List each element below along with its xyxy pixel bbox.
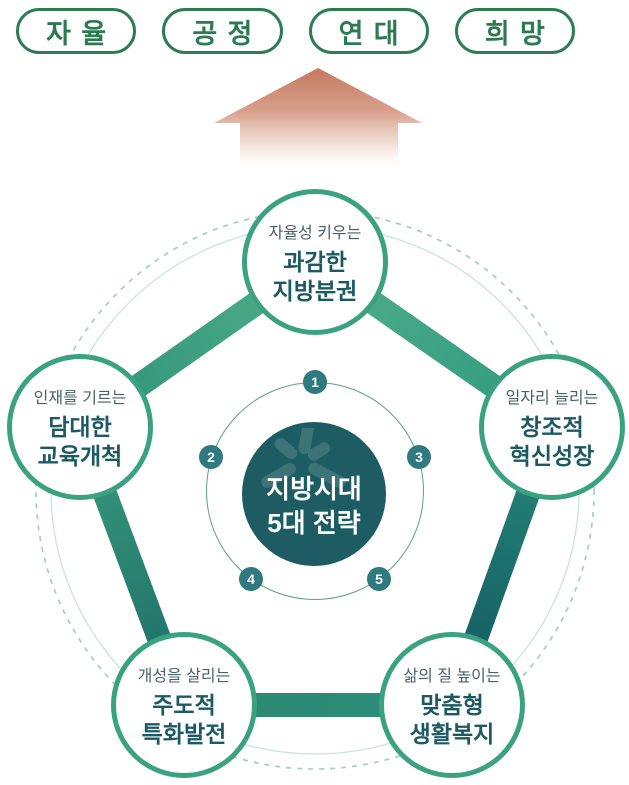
strategy-circle-specialized-development: 개성을 살리는 주도적 특화발전 <box>111 632 257 778</box>
value-pill-fairness: 공정 <box>162 8 283 54</box>
strategy-title: 맞춤형 생활복지 <box>410 691 495 749</box>
strategy-title-line1: 과감한 <box>283 248 347 275</box>
strategy-title-line1: 맞춤형 <box>420 691 484 718</box>
flower-icon <box>261 428 346 488</box>
strategy-title: 주도적 특화발전 <box>142 691 227 749</box>
strategy-title: 창조적 혁신성장 <box>510 413 595 471</box>
strategy-title-line2: 생활복지 <box>409 720 495 747</box>
value-pill-solidarity: 연대 <box>308 8 429 54</box>
strategy-circle-life-welfare: 삶의 질 높이는 맞춤형 생활복지 <box>379 632 525 778</box>
strategy-circle-decentralization: 자율성 키우는 과감한 지방분권 <box>242 189 388 335</box>
strategy-title-line2: 지방분권 <box>272 277 358 304</box>
strategy-subtitle: 자율성 키우는 <box>268 224 362 242</box>
values-row: 자율 공정 연대 희망 <box>0 8 629 54</box>
number-badge-1: 1 <box>303 370 327 394</box>
strategy-title-line2: 혁신성장 <box>509 442 595 469</box>
outer-dashed-guide-circle <box>35 210 595 770</box>
center-title-line1: 지방시대 <box>266 474 362 505</box>
number-badge-2: 2 <box>199 445 223 469</box>
strategy-title: 담대한 교육개척 <box>38 413 123 471</box>
number-badge-3: 3 <box>407 445 431 469</box>
strategy-circle-innovation-growth: 일자리 늘리는 창조적 혁신성장 <box>479 354 625 500</box>
strategy-subtitle: 일자리 늘리는 <box>505 389 599 407</box>
strategy-title-line1: 창조적 <box>520 413 584 440</box>
strategy-subtitle: 개성을 살리는 <box>137 667 231 685</box>
strategy-title: 과감한 지방분권 <box>273 248 358 306</box>
strategy-title-line2: 교육개척 <box>37 442 123 469</box>
value-pill-hope: 희망 <box>454 8 575 54</box>
strategy-title-line1: 주도적 <box>152 691 216 718</box>
value-pill-autonomy: 자율 <box>16 8 137 54</box>
center-title-line2: 5대 전략 <box>267 508 361 538</box>
strategy-subtitle: 삶의 질 높이는 <box>403 667 501 685</box>
strategy-title-line2: 특화발전 <box>141 720 227 747</box>
strategy-subtitle: 인재를 기르는 <box>33 389 127 407</box>
number-badge-5: 5 <box>367 567 391 591</box>
strategy-title-line1: 담대한 <box>48 413 112 440</box>
up-arrow-icon <box>214 68 422 170</box>
strategy-circle-education: 인재를 기르는 담대한 교육개척 <box>7 354 153 500</box>
number-badge-4: 4 <box>239 567 263 591</box>
center-circle: 지방시대 5대 전략 <box>242 422 386 566</box>
